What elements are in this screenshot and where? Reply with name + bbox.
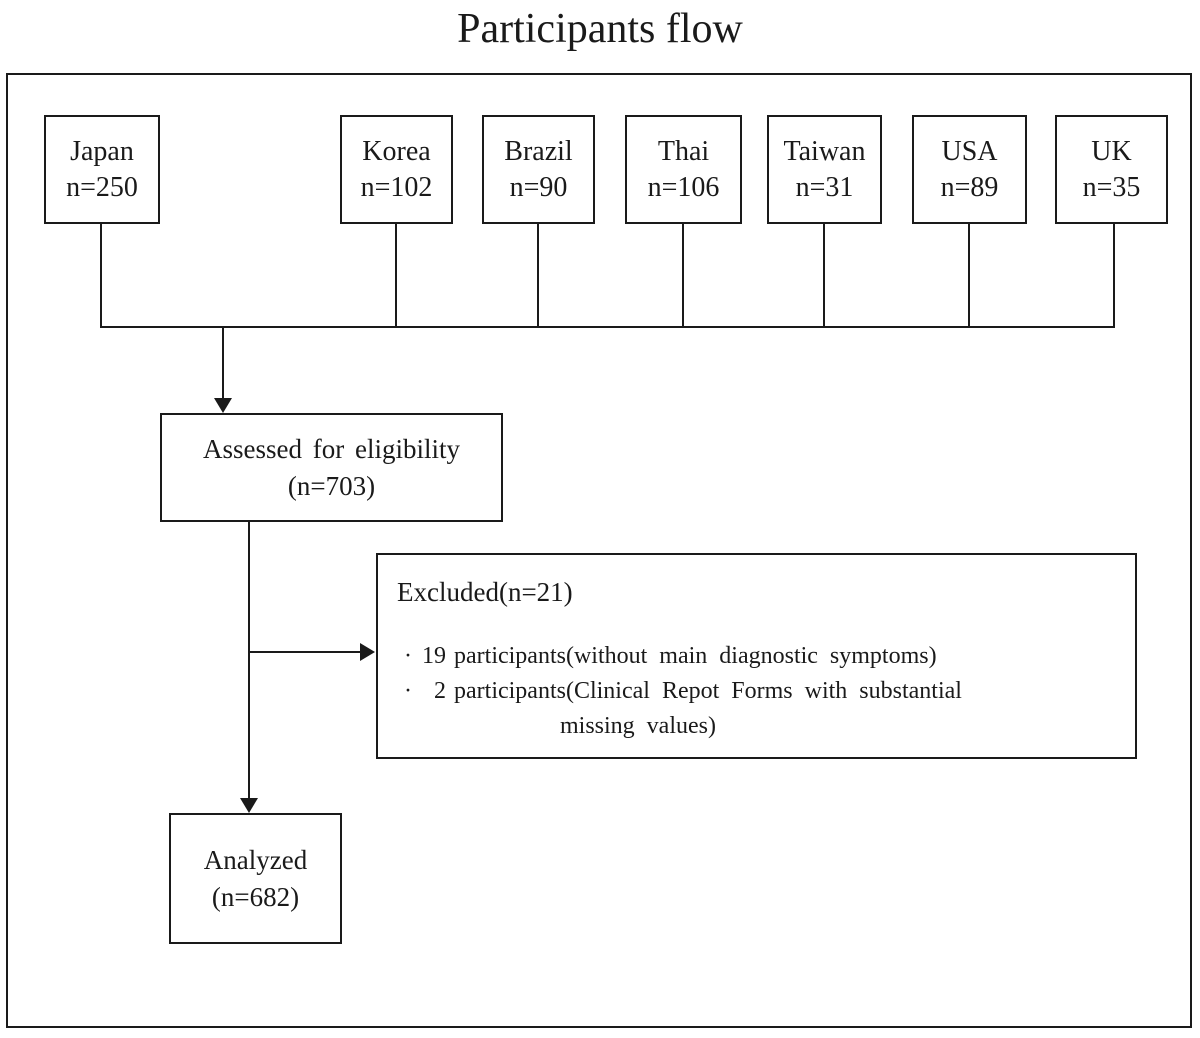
excluded-box: Excluded(n=21) · 19 participants(without… <box>376 553 1137 759</box>
connector-collector-line <box>100 326 1115 328</box>
bullet-icon: · <box>404 678 412 704</box>
country-name: Japan <box>70 135 134 167</box>
assessed-box: Assessed for eligibility (n=703) <box>160 413 503 522</box>
country-name: UK <box>1091 135 1132 167</box>
connector-stub-thai <box>682 222 684 327</box>
connector-stub-taiwan <box>823 222 825 327</box>
excluded-item-text: participants(Clinical Repot Forms with s… <box>454 678 962 704</box>
excluded-item-text-continuation: missing values) <box>560 713 716 739</box>
diagram-border <box>6 73 1192 1028</box>
country-box-korea: Korea n=102 <box>340 115 453 224</box>
country-name: Brazil <box>504 135 573 167</box>
analyzed-label: Analyzed <box>203 844 308 875</box>
connector-stub-japan <box>100 222 102 327</box>
country-n: n=35 <box>1082 171 1141 203</box>
arrowhead-right-excluded <box>360 643 375 661</box>
country-n: n=106 <box>647 171 720 203</box>
country-box-taiwan: Taiwan n=31 <box>767 115 882 224</box>
country-name: Taiwan <box>783 135 866 167</box>
country-name: USA <box>941 135 998 167</box>
excluded-item: · 2 participants(Clinical Repot Forms wi… <box>400 674 962 709</box>
excluded-item-count: 19 <box>422 643 446 669</box>
connector-stub-korea <box>395 222 397 327</box>
country-name: Korea <box>362 135 431 167</box>
country-n: n=250 <box>66 171 138 203</box>
country-n: n=89 <box>940 171 999 203</box>
connector-to-excluded <box>249 651 360 653</box>
excluded-item-text: participants(without main diagnostic sym… <box>454 643 937 669</box>
assessed-n: (n=703) <box>287 470 376 501</box>
bullet-icon: · <box>404 643 412 669</box>
excluded-header: Excluded(n=21) <box>397 577 573 607</box>
country-n: n=31 <box>795 171 854 203</box>
country-box-brazil: Brazil n=90 <box>482 115 595 224</box>
analyzed-box: Analyzed (n=682) <box>169 813 342 944</box>
connector-stub-brazil <box>537 222 539 327</box>
country-box-thai: Thai n=106 <box>625 115 742 224</box>
analyzed-n: (n=682) <box>211 881 300 912</box>
excluded-item: · 19 participants(without main diagnosti… <box>400 639 962 674</box>
diagram-title: Participants flow <box>457 6 743 52</box>
country-box-uk: UK n=35 <box>1055 115 1168 224</box>
country-n: n=102 <box>360 171 433 203</box>
arrowhead-down-analyzed <box>240 798 258 813</box>
connector-stub-usa <box>968 222 970 327</box>
country-box-usa: USA n=89 <box>912 115 1027 224</box>
connector-to-analyzed <box>248 522 250 799</box>
connector-to-assessed <box>222 327 224 399</box>
country-n: n=90 <box>509 171 568 203</box>
assessed-label: Assessed for eligibility <box>203 433 460 464</box>
excluded-item-count: 2 <box>434 678 446 704</box>
arrowhead-down-assessed <box>214 398 232 413</box>
connector-stub-uk <box>1113 222 1115 327</box>
country-box-japan: Japan n=250 <box>44 115 160 224</box>
excluded-items: · 19 participants(without main diagnosti… <box>400 639 962 744</box>
country-name: Thai <box>657 135 710 167</box>
